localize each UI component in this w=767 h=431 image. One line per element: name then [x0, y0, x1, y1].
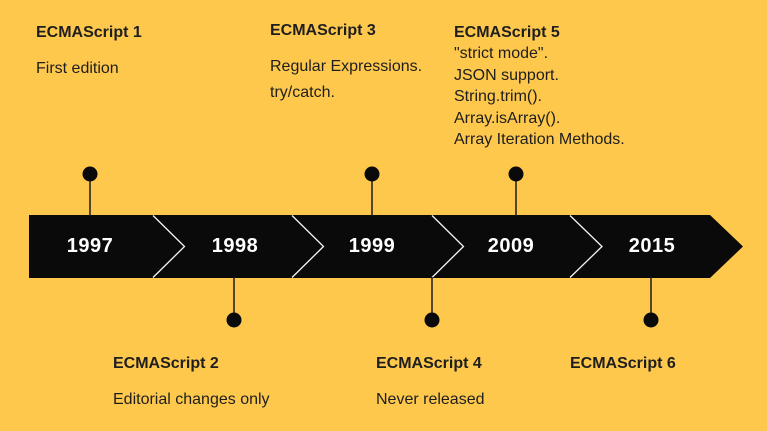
chevron-separator	[291, 215, 325, 278]
year-label-2015: 2015	[628, 235, 676, 257]
event-details: Never released	[376, 389, 485, 411]
timeline-arrow-band	[29, 215, 743, 278]
year-label-1997: 1997	[66, 235, 114, 257]
event-ecmascript-4: ECMAScript 4 Never released	[376, 353, 485, 411]
event-detail-line: Array Iteration Methods.	[454, 131, 625, 148]
event-detail-line: try/catch.	[270, 84, 335, 101]
year-label-2009: 2009	[487, 235, 535, 257]
event-detail-line: First edition	[36, 60, 119, 77]
year-label-1999: 1999	[348, 235, 396, 257]
event-ecmascript-2: ECMAScript 2 Editorial changes only	[113, 353, 270, 411]
year-label-1998: 1998	[211, 235, 259, 257]
event-title: ECMAScript 1	[36, 24, 142, 41]
event-title: ECMAScript 5	[454, 24, 560, 41]
event-ecmascript-3: ECMAScript 3 Regular Expressions. try/ca…	[270, 20, 422, 106]
event-detail-line: Editorial changes only	[113, 391, 270, 408]
event-details: "strict mode". JSON support. String.trim…	[454, 43, 625, 151]
timeline-dot	[82, 166, 98, 182]
event-details: Editorial changes only	[113, 389, 270, 411]
event-details: First edition	[36, 58, 142, 80]
event-detail-line: Array.isArray().	[454, 109, 561, 127]
event-title: ECMAScript 2	[113, 355, 219, 372]
event-details: Regular Expressions. try/catch.	[270, 54, 422, 106]
event-ecmascript-6: ECMAScript 6	[570, 353, 676, 375]
timeline-dot	[226, 312, 242, 328]
timeline-dot	[643, 312, 659, 328]
event-title: ECMAScript 6	[570, 355, 676, 372]
event-ecmascript-5: ECMAScript 5 "strict mode". JSON support…	[454, 22, 625, 151]
event-detail-line: "strict mode".	[454, 45, 549, 62]
event-detail-line: Regular Expressions.	[270, 58, 423, 75]
event-detail-line: Never released	[376, 391, 485, 408]
event-detail-line: String.trim().	[454, 88, 542, 105]
chevron-separator	[431, 215, 465, 278]
timeline-dot	[364, 166, 380, 182]
event-title: ECMAScript 3	[270, 22, 376, 39]
chevron-separator	[569, 215, 603, 278]
event-ecmascript-1: ECMAScript 1 First edition	[36, 22, 142, 80]
event-title: ECMAScript 4	[376, 355, 482, 372]
timeline-dot	[424, 312, 440, 328]
timeline-dot	[508, 166, 524, 182]
event-detail-line: JSON support.	[454, 66, 559, 84]
chevron-separator	[152, 215, 186, 278]
